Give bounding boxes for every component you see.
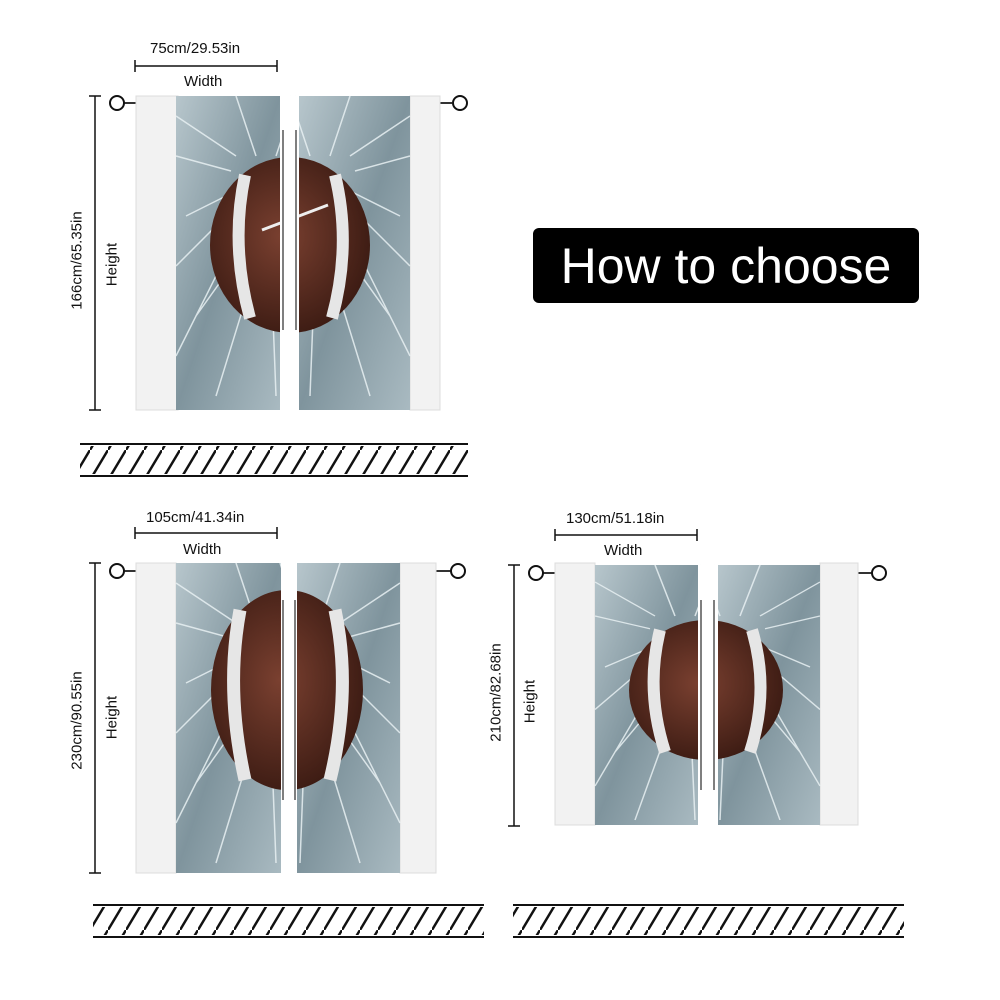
height-value: 230cm/90.55in bbox=[68, 671, 86, 770]
curtain-set-large bbox=[89, 527, 484, 938]
width-value: 75cm/29.53in bbox=[150, 40, 241, 57]
floor-hatch-icon bbox=[80, 443, 468, 477]
height-label: Height bbox=[103, 695, 121, 740]
height-label: Height bbox=[103, 242, 121, 287]
height-label: Height bbox=[521, 679, 539, 724]
curtain-set-wide bbox=[508, 529, 904, 938]
page-title: How to choose bbox=[560, 237, 892, 294]
width-value: 130cm/51.18in bbox=[566, 510, 665, 527]
width-label: Width bbox=[604, 542, 643, 559]
width-label: Width bbox=[184, 73, 223, 90]
width-label: Width bbox=[183, 541, 222, 558]
floor-hatch-icon bbox=[93, 904, 484, 938]
width-value: 105cm/41.34in bbox=[146, 509, 245, 526]
floor-hatch-icon bbox=[513, 904, 904, 938]
title-banner: How to choose bbox=[533, 228, 919, 303]
height-value: 166cm/65.35in bbox=[68, 211, 86, 310]
curtain-set-small bbox=[80, 60, 468, 477]
height-value: 210cm/82.68in bbox=[487, 643, 505, 742]
